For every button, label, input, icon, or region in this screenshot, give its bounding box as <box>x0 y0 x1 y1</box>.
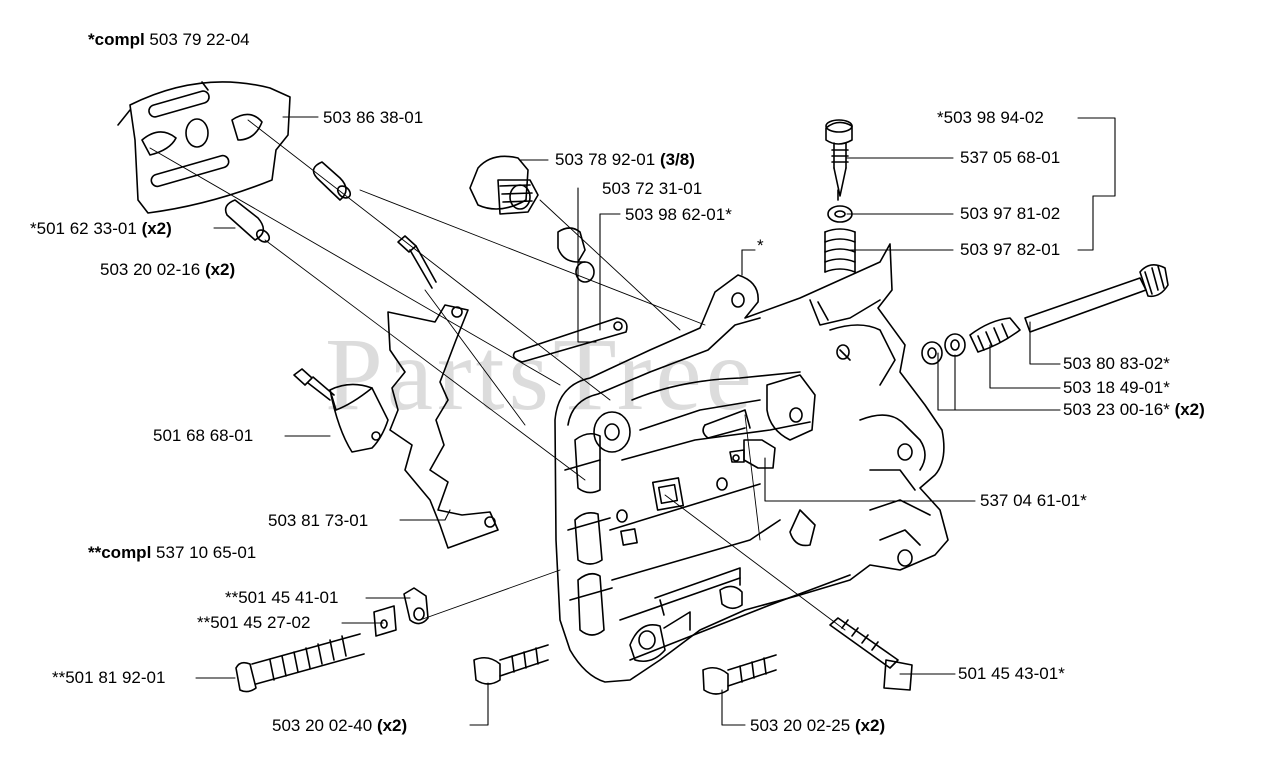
part-label[interactable]: 501 45 43-01* <box>958 664 1065 683</box>
part-label[interactable]: *503 98 94-02 <box>937 108 1044 127</box>
part-label[interactable]: **501 45 27-02 <box>197 613 311 632</box>
assembly-header-main: *compl 503 79 22-04 <box>88 30 250 50</box>
part-label[interactable]: 503 72 31-01 <box>602 179 703 198</box>
assembly-number: 503 79 22-04 <box>149 30 250 49</box>
lower-small-parts-illustration <box>235 587 913 695</box>
bar-plate-illustration <box>117 81 291 214</box>
assembly-prefix: **compl <box>88 543 152 562</box>
part-label[interactable]: 503 81 73-01 <box>268 511 369 530</box>
part-label[interactable]: *501 62 33-01 (x2) <box>30 219 172 238</box>
part-label[interactable]: 537 04 61-01* <box>980 491 1087 510</box>
part-label[interactable]: 503 86 38-01 <box>323 108 424 127</box>
stopper-illustration <box>729 439 776 469</box>
part-label[interactable]: 503 80 83-02* <box>1063 354 1170 373</box>
part-label[interactable]: 503 98 62-01* <box>625 205 732 224</box>
part-label[interactable]: 501 68 68-01 <box>153 426 254 445</box>
adjuster-screw-illustration <box>824 119 856 273</box>
part-label[interactable]: **501 45 41-01 <box>225 588 339 607</box>
sleeve-illustration <box>224 161 352 243</box>
part-label[interactable]: 537 05 68-01 <box>960 148 1061 167</box>
part-label[interactable]: 503 20 02-16 (x2) <box>100 260 236 279</box>
part-label[interactable]: 503 18 49-01* <box>1063 378 1170 397</box>
bumper-spike-illustration <box>387 304 499 549</box>
bar-nut-illustration <box>469 155 539 215</box>
clutch-cover-illustration <box>554 243 949 683</box>
chain-guide-illustration <box>512 317 628 363</box>
part-label[interactable]: 503 23 00-16* (x2) <box>1063 400 1205 419</box>
side-adjuster-illustration <box>921 264 1169 365</box>
pin-illustration <box>557 227 595 283</box>
part-label[interactable]: 503 20 02-40 (x2) <box>272 716 408 735</box>
assembly-header-sub: **compl 537 10 65-01 <box>88 543 256 563</box>
assembly-prefix: *compl <box>88 30 145 49</box>
part-label[interactable]: 503 97 81-02 <box>960 204 1061 223</box>
part-label[interactable]: 503 20 02-25 (x2) <box>750 716 886 735</box>
assembly-number: 537 10 65-01 <box>156 543 257 562</box>
leader-lines <box>195 116 1116 726</box>
part-label[interactable]: * <box>757 236 764 255</box>
part-label[interactable]: 503 97 82-01 <box>960 240 1061 259</box>
part-label[interactable]: 503 78 92-01 (3/8) <box>555 150 695 169</box>
chain-catcher-illustration <box>329 383 389 453</box>
part-label[interactable]: **501 81 92-01 <box>52 668 166 687</box>
